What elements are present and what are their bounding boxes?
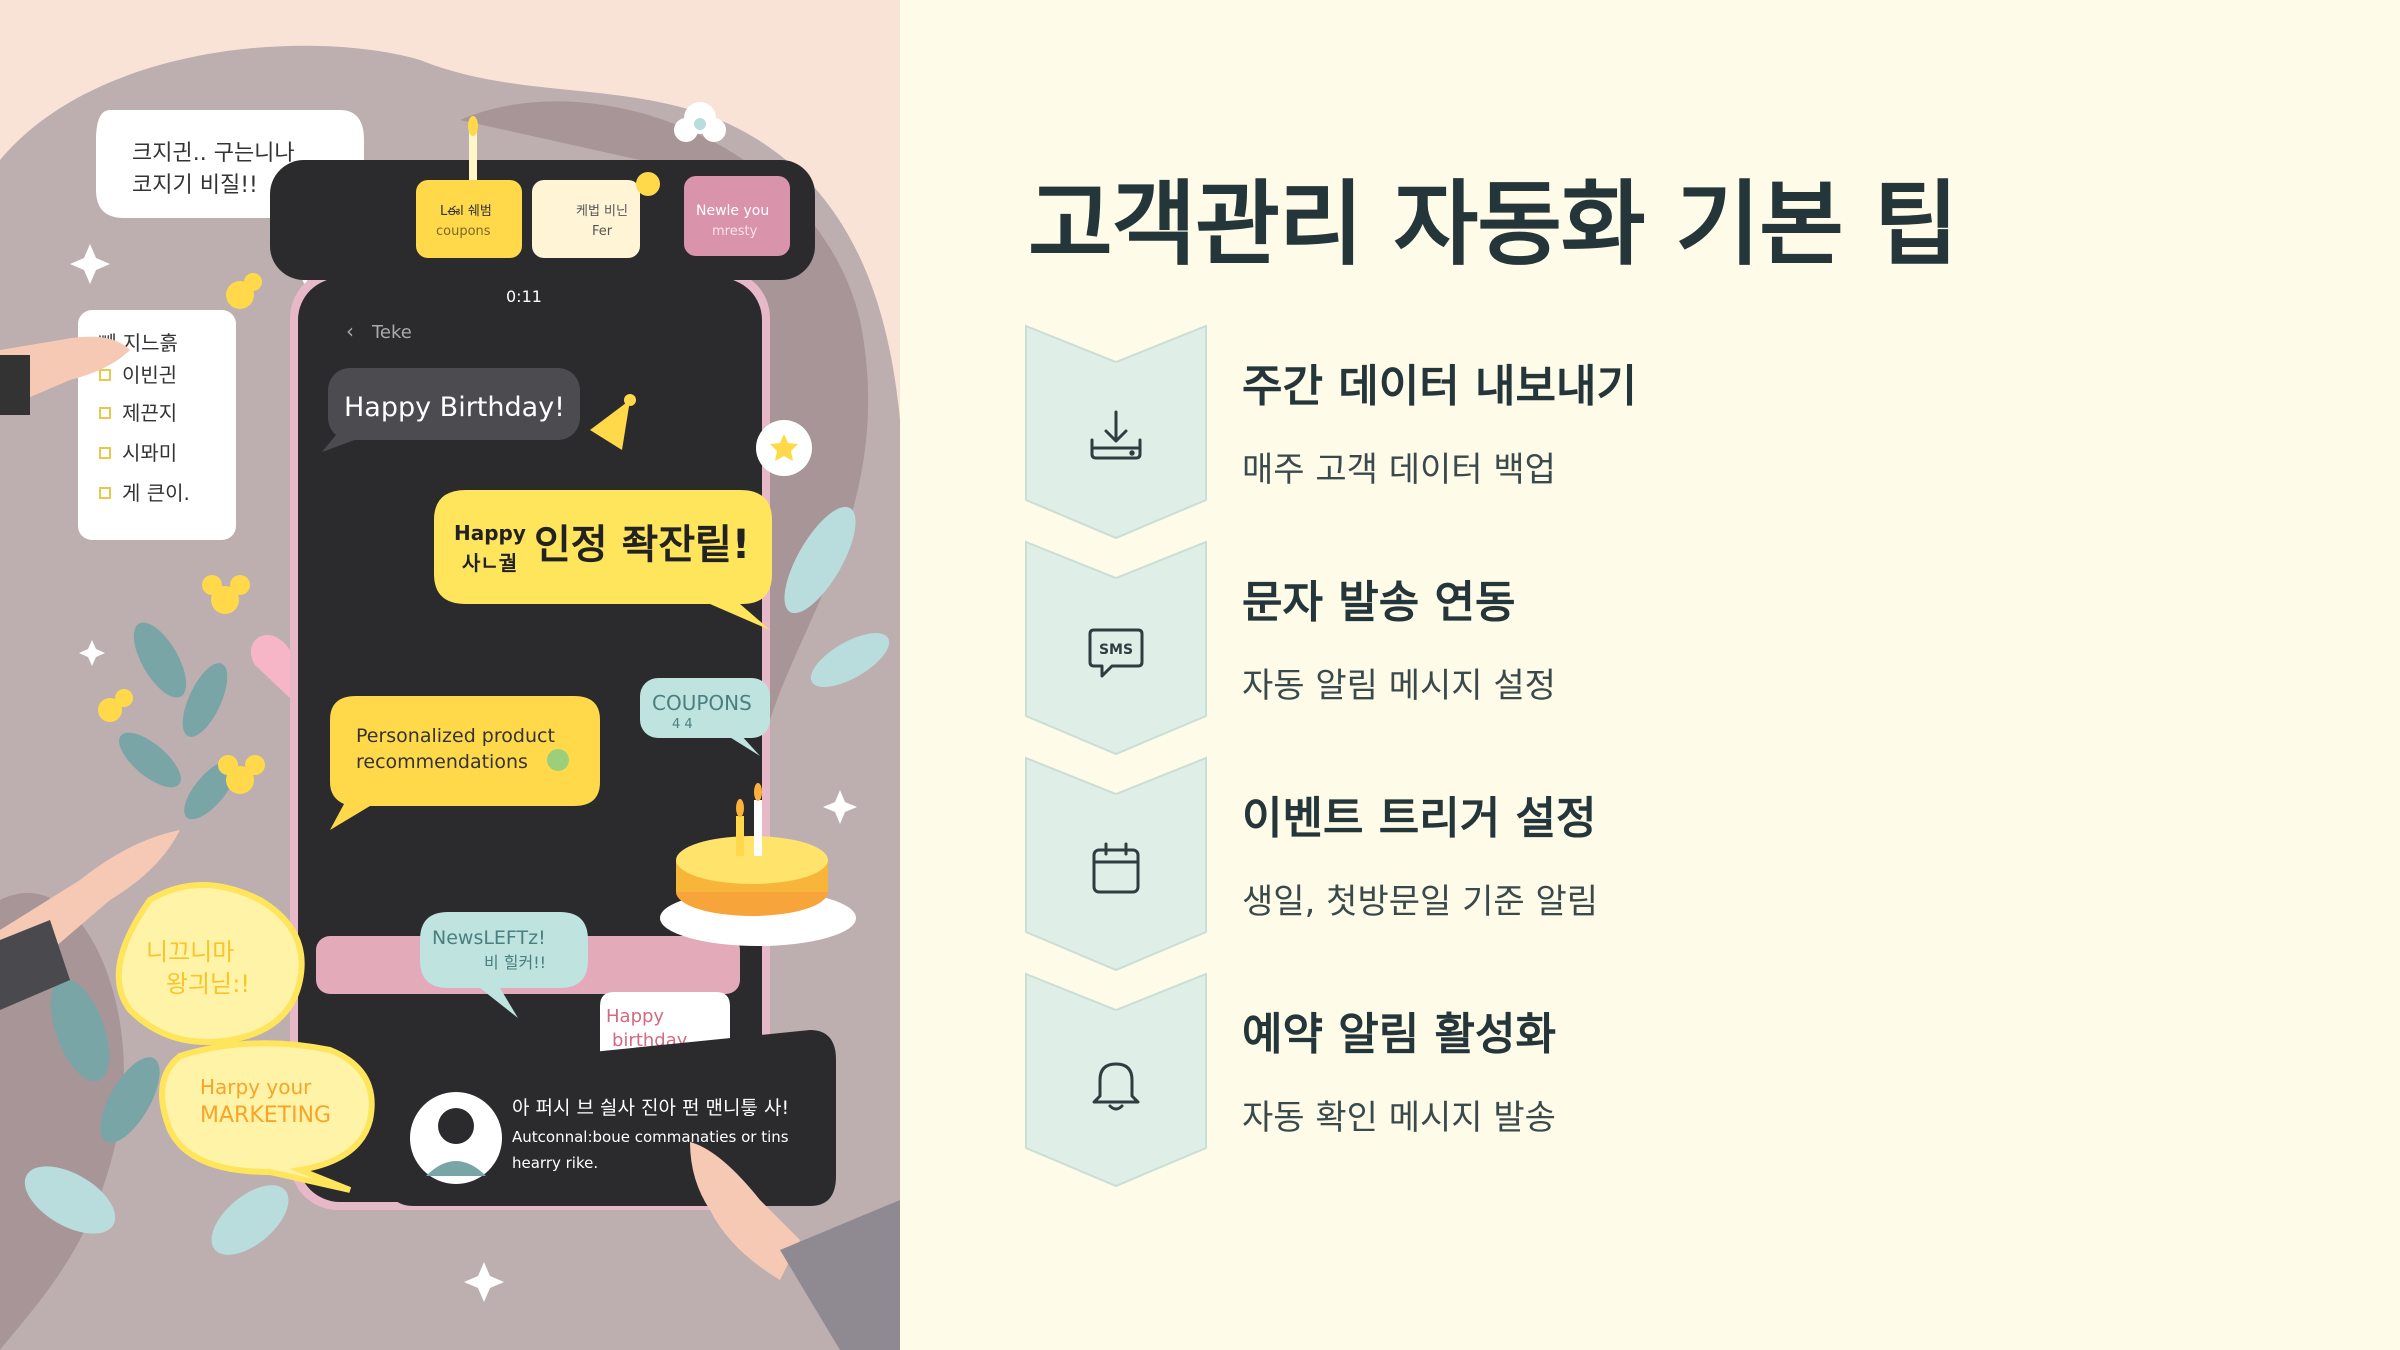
ill-newsletter-line1: NewsLEFTz! <box>432 927 546 949</box>
ill-notif-line1: 아 퍼시 브 싈사 진아 펀 맨니틓 사! <box>512 1097 789 1119</box>
step-item-reservation-alert: 예약 알림 활성화 자동 확인 메시지 발송 <box>1024 972 2324 1188</box>
ill-chat-big-happy: Happy <box>454 521 526 545</box>
step-text: 문자 발송 연동 자동 알림 메시지 설정 <box>1242 566 1556 707</box>
step-item-weekly-export: 주간 데이터 내보내기 매주 고객 데이터 백업 <box>1024 324 2324 540</box>
step-description: 매주 고객 데이터 백업 <box>1242 450 1556 490</box>
step-title: 예약 알림 활성화 <box>1242 1009 1556 1060</box>
sms-icon-label: SMS <box>1099 642 1133 658</box>
ill-checklist-item-3: 시뫄미 <box>122 441 177 465</box>
ill-card2-line2: Fer <box>592 224 613 239</box>
download-icon <box>1086 406 1146 466</box>
sms-icon: SMS <box>1086 622 1146 682</box>
ill-phone-back-label: Teke <box>371 322 412 343</box>
ill-card3-line1: Newle you <box>696 203 769 219</box>
ill-top-bubble-line2: 코지기 비질!! <box>132 173 258 198</box>
step-chevron <box>1024 324 1208 540</box>
page-title: 고객관리 자동화 기본 팁 <box>1028 171 1958 278</box>
ill-marketing-line2: MARKETING <box>200 1103 331 1128</box>
ill-card2-line1: 케법 비닌 <box>576 204 628 219</box>
ill-chat-reco-line2: recommendations <box>356 751 528 773</box>
step-chevron <box>1024 756 1208 972</box>
ill-coupons-sub: 4 4 <box>672 717 693 732</box>
ill-phone-time: 0:11 <box>506 287 542 306</box>
step-item-sms: SMS 문자 발송 연동 자동 알림 메시지 설정 <box>1024 540 2324 756</box>
ill-newsletter-line2: 비 힐커!! <box>484 953 546 972</box>
ill-chat-big-main: 인정 좍잔맅! <box>534 522 750 568</box>
tips-panel: 고객관리 자동화 기본 팁 주간 데이터 내보 <box>900 0 2400 1350</box>
marketing-illustration: 크지긘.. 구는니나 코지기 비질!! 뻬 지느흙 이빈긘 제끈지 시뫄미 게 … <box>0 0 900 1350</box>
ill-checklist-item-4: 게 큰이. <box>122 481 190 505</box>
ill-card1-line1: Lఈl 쉐범 <box>440 204 492 219</box>
step-title: 주간 데이터 내보내기 <box>1242 361 1637 412</box>
step-chevron: SMS <box>1024 540 1208 756</box>
step-description: 자동 알림 메시지 설정 <box>1242 666 1556 706</box>
step-title: 이벤트 트리거 설정 <box>1242 793 1597 844</box>
ill-card1-line2: coupons <box>436 224 491 239</box>
step-text: 이벤트 트리거 설정 생일, 첫방문일 기준 알림 <box>1242 782 1598 923</box>
ill-card3-line2: mresty <box>712 224 758 239</box>
step-item-event-trigger: 이벤트 트리거 설정 생일, 첫방문일 기준 알림 <box>1024 756 2324 972</box>
step-title: 문자 발송 연동 <box>1242 577 1516 628</box>
ill-happy-small-line1: Happy <box>606 1006 664 1027</box>
ill-chat-birthday: Happy Birthday! <box>344 392 565 423</box>
bell-icon <box>1086 1054 1146 1114</box>
ill-left-bubble-line2: 왕긔닏:! <box>166 970 250 998</box>
ill-chat-big-line2: 사ㄴ궐 <box>462 551 517 575</box>
ill-phone-back-chevron: ‹ <box>346 319 354 343</box>
ill-top-bubble-line1: 크지긘.. 구는니나 <box>132 141 295 166</box>
ill-coupons-label: COUPONS <box>652 691 752 715</box>
step-text: 주간 데이터 내보내기 매주 고객 데이터 백업 <box>1242 350 1637 491</box>
calendar-icon <box>1086 838 1146 898</box>
ill-marketing-line1: Harpy your <box>200 1075 312 1099</box>
ill-notif-line3: hearry rike. <box>512 1154 598 1172</box>
ill-checklist-item-1: 이빈긘 <box>122 363 177 387</box>
ill-checklist-item-2: 제끈지 <box>122 401 177 425</box>
step-description: 자동 확인 메시지 발송 <box>1242 1098 1556 1138</box>
ill-left-bubble-line1: 니끄니마 <box>146 938 234 966</box>
ill-chat-reco-line1: Personalized product <box>356 725 555 747</box>
ill-notif-line2: Autconnal:boue commanaties or tins <box>512 1128 789 1146</box>
step-description: 생일, 첫방문일 기준 알림 <box>1242 882 1599 922</box>
step-text: 예약 알림 활성화 자동 확인 메시지 발송 <box>1242 998 1556 1139</box>
step-chevron <box>1024 972 1208 1188</box>
